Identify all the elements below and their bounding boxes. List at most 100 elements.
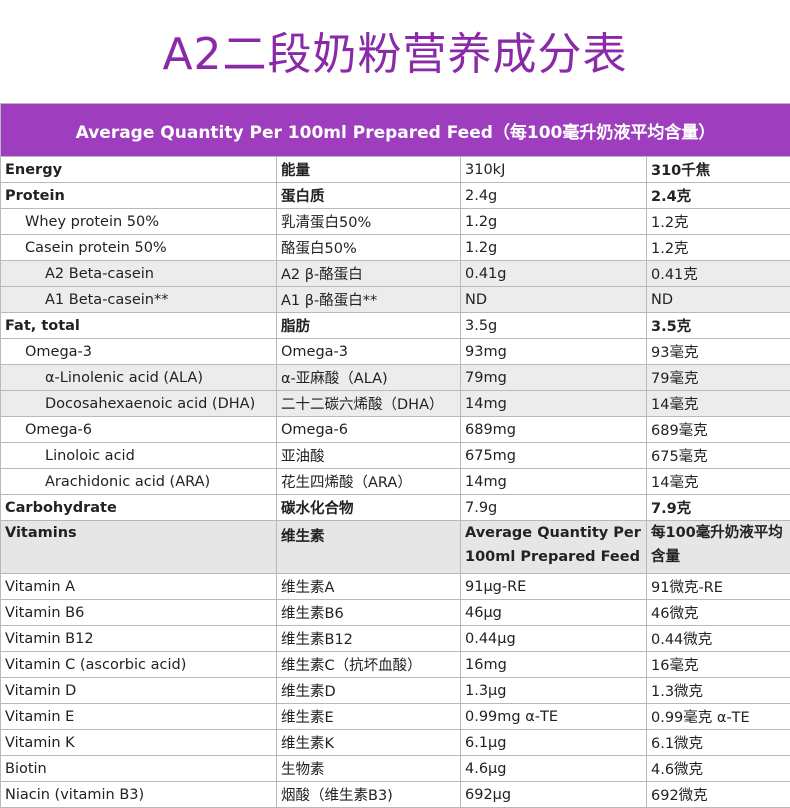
quantity-zh: 14毫克 (647, 391, 790, 417)
quantity: 2.4g (461, 183, 647, 209)
quantity: 689mg (461, 417, 647, 443)
nutrient-name-zh: A1 β-酪蛋白** (277, 287, 461, 313)
nutrient-name: Omega-3 (1, 339, 277, 365)
nutrient-name-zh: A2 β-酪蛋白 (277, 261, 461, 287)
nutrient-name: Whey protein 50% (1, 209, 277, 235)
nutrient-name-zh: 能量 (277, 157, 461, 183)
nutrient-name: Casein protein 50% (1, 235, 277, 261)
quantity: 14mg (461, 469, 647, 495)
quantity: 0.44μg (461, 626, 647, 652)
quantity-zh: 91微克-RE (647, 574, 790, 600)
nutrient-name-zh: 维生素E (277, 704, 461, 730)
quantity-zh: 4.6微克 (647, 756, 790, 782)
quantity-zh: 689毫克 (647, 417, 790, 443)
nutrient-name: Carbohydrate (1, 495, 277, 521)
nutrient-name-zh: 烟酸（维生素B3) (277, 782, 461, 808)
quantity: 91μg-RE (461, 574, 647, 600)
quantity-zh: 79毫克 (647, 365, 790, 391)
quantity: 0.99mg α-TE (461, 704, 647, 730)
vitamins-label-zh: 维生素 (277, 521, 461, 574)
nutrient-name: Biotin (1, 756, 277, 782)
nutrient-name-zh: 维生素C（抗坏血酸） (277, 652, 461, 678)
nutrient-name: Vitamin E (1, 704, 277, 730)
quantity: 1.2g (461, 209, 647, 235)
nutrient-name-zh: Omega-6 (277, 417, 461, 443)
nutrient-name-zh: 维生素D (277, 678, 461, 704)
nutrient-name: Vitamin B12 (1, 626, 277, 652)
nutrient-name: Omega-6 (1, 417, 277, 443)
quantity: ND (461, 287, 647, 313)
nutrient-name: Vitamin K (1, 730, 277, 756)
quantity-zh: 3.5克 (647, 313, 790, 339)
quantity: 0.41g (461, 261, 647, 287)
nutrient-name-zh: Omega-3 (277, 339, 461, 365)
nutrient-name-zh: 维生素K (277, 730, 461, 756)
quantity-zh: 1.3微克 (647, 678, 790, 704)
nutrition-table-wrapper: Average Quantity Per 100ml Prepared Feed… (0, 103, 790, 808)
nutrient-name-zh: 蛋白质 (277, 183, 461, 209)
nutrient-name-zh: 亚油酸 (277, 443, 461, 469)
quantity: 1.3μg (461, 678, 647, 704)
nutrient-name: A2 Beta-casein (1, 261, 277, 287)
quantity: 7.9g (461, 495, 647, 521)
quantity-zh: 7.9克 (647, 495, 790, 521)
nutrient-name-zh: 乳清蛋白50% (277, 209, 461, 235)
quantity-zh: 310千焦 (647, 157, 790, 183)
quantity-zh: 1.2克 (647, 235, 790, 261)
quantity: 310kJ (461, 157, 647, 183)
quantity: 93mg (461, 339, 647, 365)
nutrient-name: Vitamin A (1, 574, 277, 600)
quantity-zh: 93毫克 (647, 339, 790, 365)
table-row: Docosahexaenoic acid (DHA)二十二碳六烯酸（DHA） 14… (1, 391, 790, 417)
vitamins-section-header: Vitamins 维生素 Average Quantity Per 100ml … (1, 521, 790, 574)
nutrient-name: Niacin (vitamin B3) (1, 782, 277, 808)
nutrient-name-zh: 维生素B6 (277, 600, 461, 626)
quantity: 16mg (461, 652, 647, 678)
nutrient-name-zh: 维生素B12 (277, 626, 461, 652)
quantity: 4.6μg (461, 756, 647, 782)
quantity: 6.1μg (461, 730, 647, 756)
quantity-zh: 16毫克 (647, 652, 790, 678)
nutrient-name-zh: 二十二碳六烯酸（DHA） (277, 391, 461, 417)
quantity: 79mg (461, 365, 647, 391)
vitamins-quantity-heading: Average Quantity Per 100ml Prepared Feed (461, 521, 647, 574)
quantity-zh: 692微克 (647, 782, 790, 808)
quantity: 46μg (461, 600, 647, 626)
quantity-zh: 1.2克 (647, 209, 790, 235)
quantity-zh: 675毫克 (647, 443, 790, 469)
vitamins-label: Vitamins (1, 521, 277, 574)
quantity: 1.2g (461, 235, 647, 261)
nutrient-name: A1 Beta-casein** (1, 287, 277, 313)
quantity-zh: 0.41克 (647, 261, 790, 287)
nutrient-name: Docosahexaenoic acid (DHA) (1, 391, 277, 417)
quantity: 692μg (461, 782, 647, 808)
quantity: 3.5g (461, 313, 647, 339)
quantity-zh: 0.44微克 (647, 626, 790, 652)
quantity-zh: 6.1微克 (647, 730, 790, 756)
vitamins-quantity-heading-zh: 每100毫升奶液平均含量 (647, 521, 790, 574)
nutrient-name: Linoloic acid (1, 443, 277, 469)
nutrient-name: Arachidonic acid (ARA) (1, 469, 277, 495)
